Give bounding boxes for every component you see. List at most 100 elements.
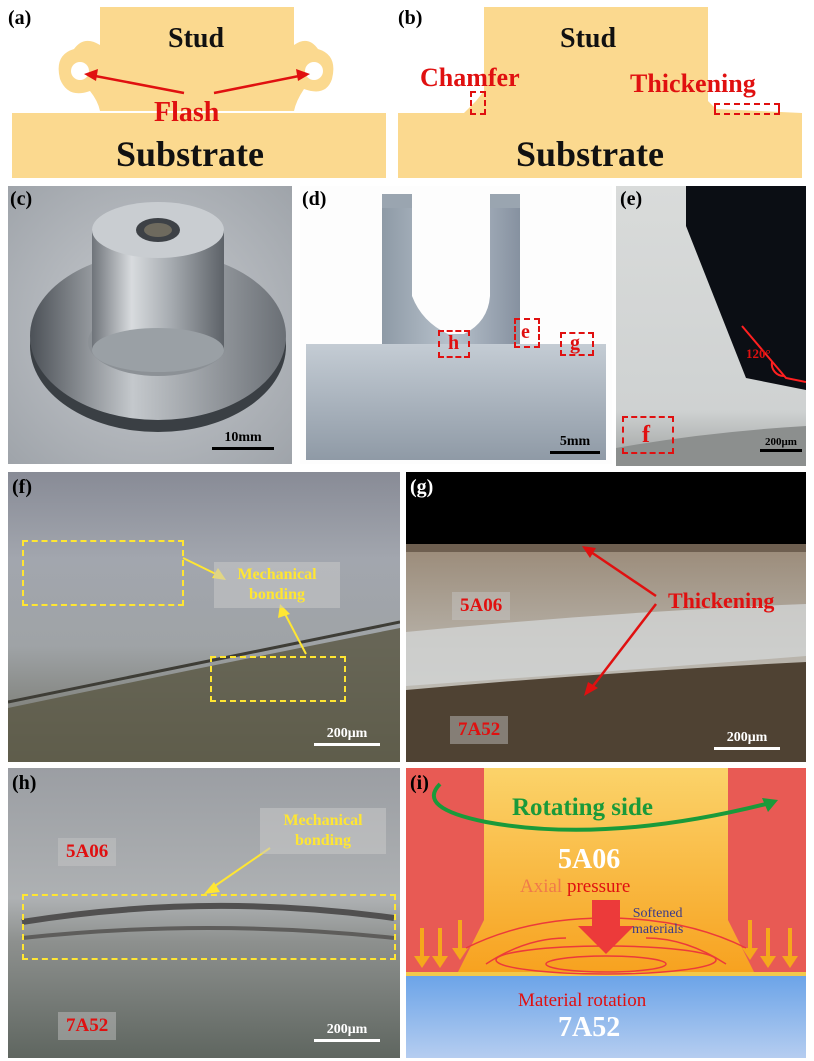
- scale-label: 200μm: [326, 1022, 368, 1037]
- micrograph-e: [616, 186, 806, 466]
- rotating-side-label: Rotating side: [512, 794, 653, 821]
- bonding-box-2: [210, 656, 346, 702]
- material-7a52-label: 7A52: [450, 716, 509, 744]
- bonding-line-2: [21, 926, 395, 940]
- box-h: h: [438, 330, 470, 358]
- substrate-region: [406, 662, 806, 762]
- axial-pressure-label: Axial pressure: [520, 876, 630, 898]
- box-f-label: f: [642, 422, 650, 448]
- stud-substrate-shape: [398, 7, 802, 178]
- stud-label: Stud: [168, 23, 225, 54]
- scale-line: [314, 1039, 380, 1042]
- softened-line-2: materials: [632, 922, 684, 937]
- scale-bar: 200μm: [714, 730, 780, 750]
- substrate-label: Substrate: [116, 134, 265, 174]
- scale-bar: 5mm: [550, 434, 600, 454]
- scale-label: 200μm: [765, 436, 797, 448]
- stud-label: Stud: [560, 23, 617, 54]
- bonding-box: [22, 894, 396, 960]
- box-e-label: e: [521, 321, 530, 343]
- annotation-arrow-2: [283, 611, 307, 655]
- substrate-region: [8, 628, 400, 762]
- panel-label: (d): [302, 188, 327, 210]
- panel-label: (i): [410, 772, 429, 794]
- panel-c: (c) 10mm: [8, 186, 292, 464]
- panel-label: (b): [398, 7, 423, 29]
- substrate-shape: [12, 113, 386, 178]
- panel-label: (g): [410, 476, 434, 498]
- panel-h: (h) 5A06 Mechanical bonding 7A52 200μm: [8, 768, 400, 1058]
- panel-a-schematic: [12, 7, 386, 178]
- annotation-arrow-1: [182, 557, 221, 577]
- scale-line: [212, 447, 274, 450]
- flash-arrowhead-right: [296, 69, 310, 81]
- flash-arrow-right: [213, 73, 305, 95]
- micrograph-f: [8, 472, 400, 762]
- scale-bar: 10mm: [212, 430, 274, 450]
- scale-label: 200μm: [326, 726, 368, 741]
- axial-pressure-arrow: [578, 900, 634, 954]
- material-7a52-label: 7A52: [558, 1012, 621, 1043]
- annotation-arrow: [211, 847, 271, 889]
- panel-g: (g) 5A06 Thickening 7A52 200μm: [406, 472, 806, 762]
- panel-a: (a) Stud Flash Substrate: [8, 5, 390, 178]
- chamfer-box: [470, 91, 486, 115]
- scale-label: 200μm: [726, 730, 768, 745]
- rotation-arc: [432, 782, 767, 832]
- angle-lines: [741, 325, 806, 383]
- angle-label: 120°: [746, 346, 771, 361]
- thickening-arrowhead-bottom: [584, 682, 598, 696]
- flash-label: Flash: [154, 97, 220, 128]
- chamfer-label: Chamfer: [420, 63, 520, 92]
- scale-label: 10mm: [224, 430, 262, 445]
- scale-bar: 200μm: [314, 1022, 380, 1042]
- thickening-arrow-bottom: [589, 603, 657, 691]
- panel-e: (e) 120° f 200μm: [616, 186, 806, 466]
- flash-arrow-left: [89, 73, 185, 95]
- substrate-band: [616, 426, 806, 466]
- mechanical-bonding-label: Mechanical bonding: [214, 562, 340, 608]
- stud-photo: [8, 186, 292, 464]
- flash-curl-left: [71, 62, 89, 80]
- box-h-label: h: [448, 332, 460, 354]
- panel-label: (c): [10, 188, 33, 210]
- top-edge: [406, 544, 806, 552]
- mechanism-schematic: [406, 768, 806, 1058]
- stud-dark-region: [686, 186, 806, 390]
- panel-b-schematic: [398, 7, 802, 178]
- thickening-arrow-top: [587, 548, 657, 598]
- scale-bar: 200μm: [314, 726, 380, 746]
- material-5a06-label: 5A06: [58, 838, 117, 866]
- stud-with-flash-shape: [58, 7, 334, 111]
- softened-line-1: Softened: [632, 906, 683, 921]
- scale-line: [760, 449, 802, 452]
- flash-curl-right: [305, 62, 323, 80]
- flow-lines: [465, 917, 747, 975]
- panel-label: (f): [12, 476, 32, 498]
- thickening-arrowhead-top: [582, 546, 596, 558]
- rotation-arrowhead: [762, 798, 778, 812]
- box-g: g: [560, 332, 594, 356]
- thickening-label: Thickening: [630, 69, 756, 98]
- substrate-region: [406, 974, 806, 1058]
- pressure-label: pressure: [566, 876, 631, 897]
- axial-label: Axial: [520, 876, 567, 897]
- panel-label: (h): [12, 772, 37, 794]
- bonding-box-1: [22, 540, 184, 606]
- box-e: e: [514, 318, 540, 348]
- box-g-label: g: [570, 332, 580, 354]
- bonding-line-1: [21, 902, 395, 925]
- scale-line: [314, 743, 380, 746]
- scale-bar: 200μm: [760, 436, 802, 452]
- interface-line: [8, 620, 400, 704]
- micrograph-g: [406, 544, 806, 762]
- cross-section-photo: [306, 194, 606, 460]
- side-pressure-arrows: [414, 920, 798, 968]
- thickening-label: Thickening: [668, 588, 775, 613]
- flash-arrowhead-left: [84, 69, 98, 81]
- thickening-band: [406, 604, 806, 686]
- material-7a52-label: 7A52: [58, 1012, 117, 1040]
- panel-i: (i) Rotating side 5A06 Axial pressure So…: [406, 768, 806, 1058]
- panel-f: (f) Mechanical bonding 200μm: [8, 472, 400, 762]
